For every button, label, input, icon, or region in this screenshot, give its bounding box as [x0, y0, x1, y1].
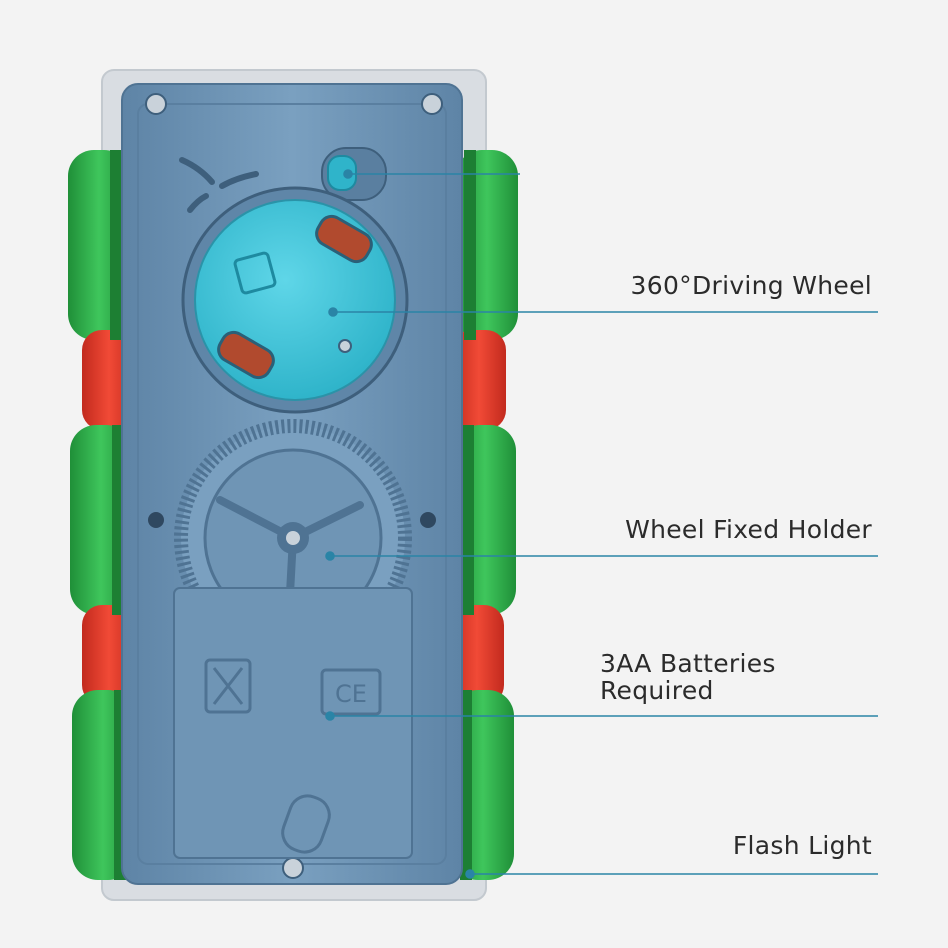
callout-driving-wheel: 360°Driving Wheel [630, 271, 872, 300]
callout-lines [325, 169, 878, 879]
callout-flash-light: Flash Light [732, 831, 872, 860]
screw [145, 93, 167, 115]
screw [421, 93, 443, 115]
svg-text:CE: CE [335, 680, 367, 708]
battery-cover [173, 587, 413, 859]
callout-batteries: 3AA Batteries Required [600, 650, 776, 704]
wheel-red [450, 605, 504, 705]
right-wheels [450, 150, 518, 880]
callout-batteries-line1: 3AA Batteries [600, 649, 776, 678]
callout-batteries-line2: Required [600, 676, 714, 705]
driving-wheel-disc [194, 199, 396, 401]
screw [282, 857, 304, 879]
toy-body: CE [121, 83, 463, 885]
callout-wheel-holder: Wheel Fixed Holder [625, 515, 872, 544]
wheel-red [452, 330, 506, 430]
